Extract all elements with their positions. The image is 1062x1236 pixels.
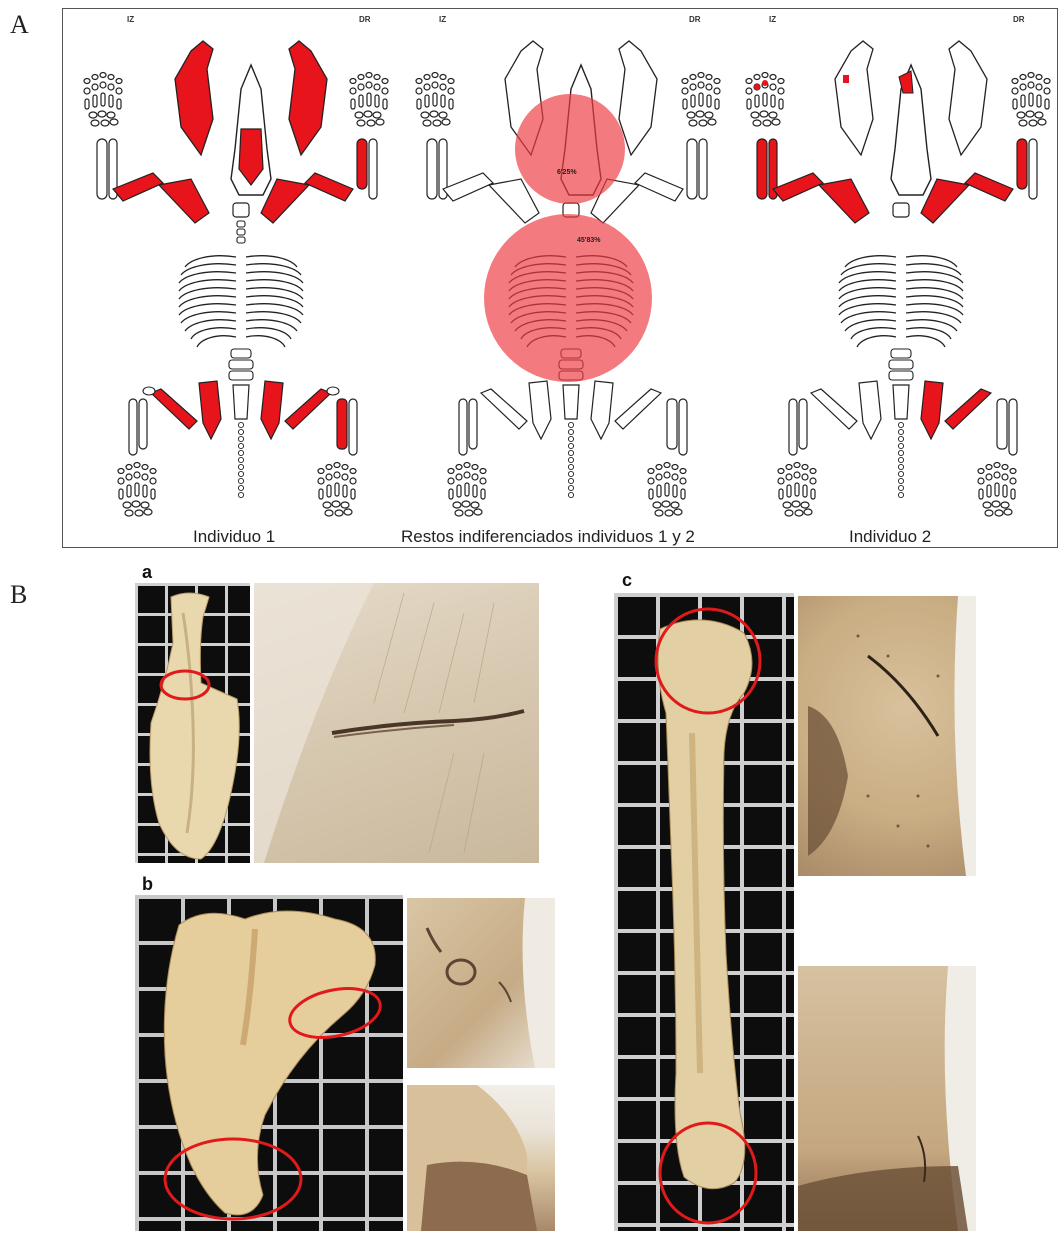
caption-individual-2: Individuo 2: [849, 527, 931, 547]
panel-label-b: B: [10, 580, 27, 610]
skeleton-individual-1: [84, 41, 388, 516]
percent-label-thorax: 45'83%: [577, 237, 600, 244]
sub-label-b: b: [142, 874, 153, 895]
photo-c-bone-on-grid: [614, 593, 794, 1231]
sub-label-c: c: [622, 570, 632, 591]
photo-c-detail-bottom: [798, 966, 976, 1231]
photo-b-bone-on-grid: [135, 895, 403, 1231]
panel-label-a: A: [10, 10, 29, 40]
skeleton-undifferentiated: [416, 41, 720, 516]
percent-label-skull: 6'25%: [557, 169, 577, 176]
caption-individual-1: Individuo 1: [193, 527, 275, 547]
skeleton-drawings: [63, 9, 1059, 549]
photo-b-detail-top: [407, 898, 555, 1068]
photo-a-bone-on-grid: [135, 583, 250, 863]
caption-undifferentiated: Restos indiferenciados individuos 1 y 2: [401, 527, 695, 547]
photo-c-detail-top: [798, 596, 976, 876]
photo-a-detail: [254, 583, 539, 863]
photo-b-detail-bottom: [407, 1085, 555, 1231]
skeleton-individual-2: [746, 41, 1050, 516]
skeleton-diagram-frame: IZ DR IZ DR IZ DR: [62, 8, 1058, 548]
sub-label-a: a: [142, 562, 152, 583]
